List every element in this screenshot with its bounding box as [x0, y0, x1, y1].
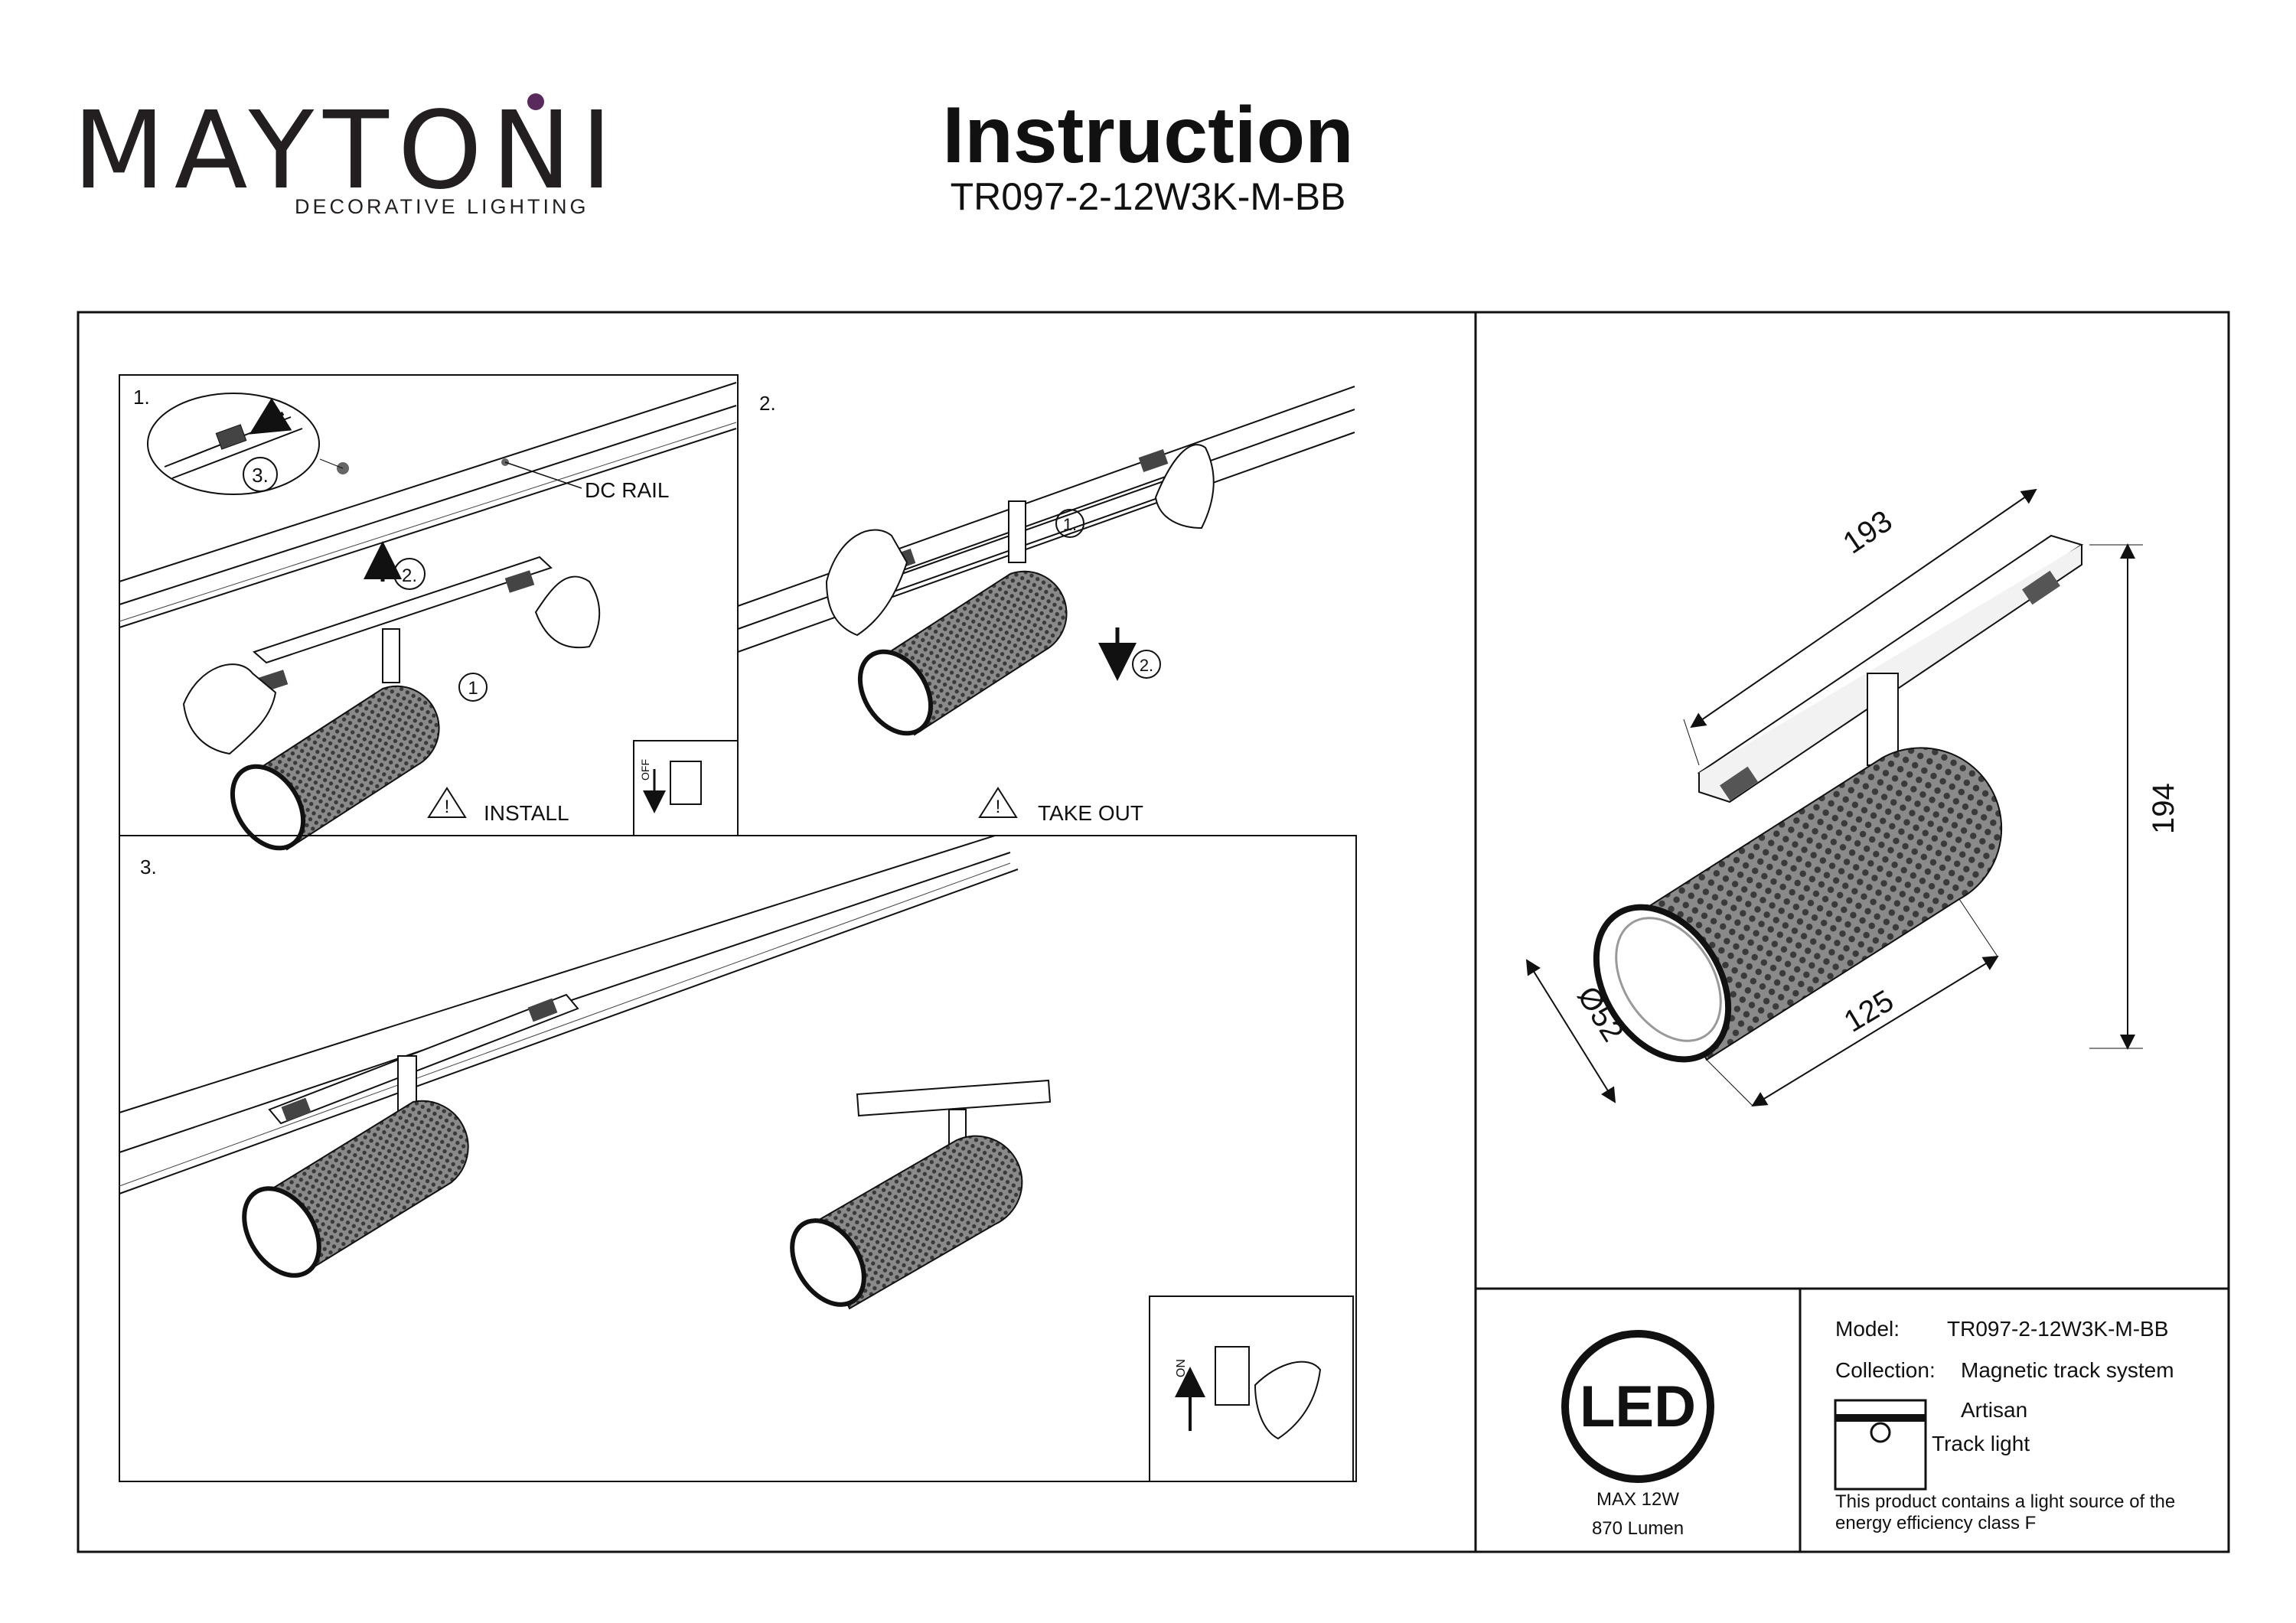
take-out-label: TAKE OUT	[1038, 801, 1143, 825]
page-title: Instruction	[942, 91, 1354, 180]
switch-off-text: OFF	[639, 759, 651, 781]
warning-icon	[978, 787, 1018, 818]
svg-text:!: !	[996, 797, 1001, 817]
dimension-length: 193	[1837, 504, 1898, 561]
dimension-body-length: 125	[1838, 984, 1900, 1039]
collection-label: Collection:	[1835, 1358, 1936, 1382]
logo-accent-dot	[527, 93, 544, 110]
hand-icon	[1154, 444, 1215, 530]
step1-number: 1.	[133, 386, 150, 409]
product-info: Model: TR097-2-12W3K-M-BB Collection: Ma…	[1834, 1317, 2175, 1533]
power-switch-on-icon	[1149, 1295, 1354, 1482]
dc-rail-label: DC RAIL	[585, 478, 669, 502]
series-name: Artisan	[1961, 1398, 2027, 1422]
warning-icon	[427, 787, 467, 818]
track-light-icon	[1834, 1399, 1927, 1491]
collection-value: Magnetic track system	[1961, 1358, 2174, 1382]
marker-1: 1	[468, 678, 478, 699]
dimension-height: 194	[2147, 783, 2180, 834]
install-label: INSTALL	[484, 801, 569, 825]
hand-icon	[182, 663, 277, 755]
step1-panel: 1. 3. DC RAIL 2. 1 !	[119, 374, 739, 851]
dimension-drawing: 193 194 Ø52 125	[1525, 488, 2180, 1107]
product-type: Track light	[1932, 1432, 2030, 1455]
brand-logo: MAYTONI	[73, 89, 621, 213]
step3-panel: 3. ON	[119, 835, 1357, 1482]
model-code-subtitle: TR097-2-12W3K-M-BB	[950, 175, 1346, 218]
model-label: Model:	[1835, 1317, 1900, 1341]
step3-number: 3.	[140, 855, 157, 878]
hand-icon	[825, 529, 908, 637]
outer-frame	[77, 311, 2230, 1553]
energy-note-line1: This product contains a light source of …	[1835, 1491, 2175, 1512]
dc-rail	[119, 382, 737, 628]
track-adapter	[253, 556, 553, 664]
marker-2: 2.	[402, 565, 417, 586]
brand-tagline: DECORATIVE LIGHTING	[295, 195, 589, 218]
led-badge: LED	[1561, 1330, 1714, 1483]
hand-icon	[534, 575, 601, 649]
led-badge-text: LED	[1580, 1374, 1696, 1439]
svg-text:!: !	[445, 797, 450, 817]
detached-adapter	[856, 1079, 1052, 1117]
marker-3: 3.	[252, 464, 269, 487]
energy-note-line2: energy efficiency class F	[1835, 1513, 2036, 1533]
take-out-marker-2: 2.	[1140, 656, 1153, 675]
lumen-output: 870 Lumen	[1591, 1518, 1684, 1539]
hand-icon	[1254, 1361, 1322, 1440]
switch-on-text: ON	[1175, 1359, 1188, 1377]
track-adapter	[268, 993, 579, 1125]
model-value: TR097-2-12W3K-M-BB	[1947, 1317, 2168, 1341]
max-power: MAX 12W	[1596, 1489, 1680, 1510]
step2-panel: 2. 1. 2. ! TAKE OUT	[737, 386, 1355, 825]
step2-number: 2.	[759, 392, 776, 415]
dc-rail	[119, 835, 1019, 1194]
take-out-marker-1: 1.	[1063, 515, 1077, 534]
